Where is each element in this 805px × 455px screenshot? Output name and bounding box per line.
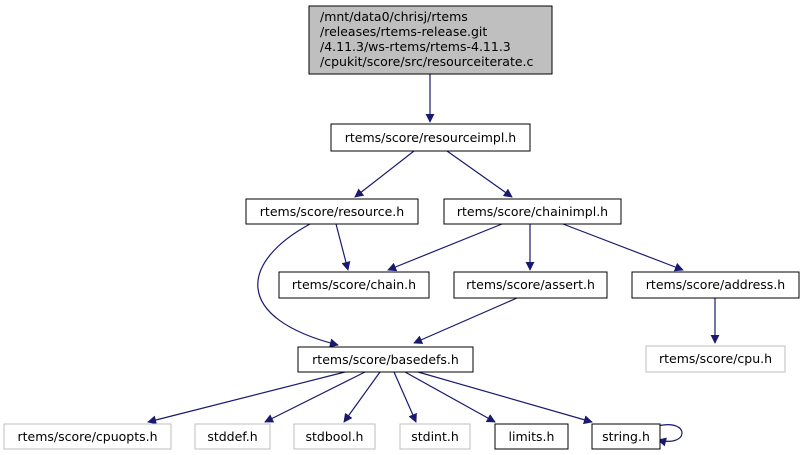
edges [147, 74, 720, 447]
resourceimpl-label: rtems/score/resourceimpl.h [345, 130, 516, 145]
assert-label: rtems/score/assert.h [466, 277, 595, 292]
node-cpuopts: rtems/score/cpuopts.h [3, 423, 172, 450]
edge-string-string-self [657, 424, 683, 447]
edge-basedefs-stdbool [343, 371, 381, 423]
node-basedefs[interactable]: rtems/score/basedefs.h [297, 346, 474, 373]
edge-basedefs-stdint [393, 371, 417, 423]
edge-resource-chain [335, 223, 351, 271]
cpu-label: rtems/score/cpu.h [659, 351, 772, 366]
node-resourceimpl[interactable]: rtems/score/resourceimpl.h [330, 123, 531, 152]
edge-resourceimpl-chainimpl [446, 150, 513, 198]
resource-label: rtems/score/resource.h [260, 204, 404, 219]
address-label: rtems/score/address.h [646, 277, 785, 292]
edge-chainimpl-chain [387, 223, 503, 272]
chainimpl-label: rtems/score/chainimpl.h [457, 204, 608, 219]
node-chain[interactable]: rtems/score/chain.h [278, 271, 430, 299]
stddef-label: stddef.h [207, 429, 257, 444]
edge-resourceimpl-resource [354, 150, 415, 198]
root-line-3: /4.11.3/ws-rtems/rtems-4.11.3 [320, 39, 511, 54]
node-chainimpl[interactable]: rtems/score/chainimpl.h [443, 198, 622, 225]
node-assert[interactable]: rtems/score/assert.h [453, 271, 608, 299]
cpuopts-label: rtems/score/cpuopts.h [17, 429, 157, 444]
stdint-label: stdint.h [411, 429, 459, 444]
root-line-2: /releases/rtems-release.git [320, 24, 487, 39]
node-cpu: rtems/score/cpu.h [645, 345, 786, 373]
edge-chainimpl-address [562, 223, 684, 272]
edge-basedefs-string [417, 371, 593, 425]
limits-label: limits.h [509, 429, 555, 444]
stdbool-label: stdbool.h [306, 429, 364, 444]
node-string[interactable]: string.h [591, 423, 661, 450]
edge-assert-basedefs [413, 297, 518, 344]
node-limits[interactable]: limits.h [494, 423, 569, 450]
edge-basedefs-cpuopts [147, 371, 346, 425]
edge-basedefs-limits [404, 371, 496, 423]
root-line-4: /cpukit/score/src/resourceiterate.c [320, 54, 534, 69]
edge-basedefs-stddef [264, 371, 366, 423]
edge-resource-basedefs [257, 223, 339, 348]
basedefs-label: rtems/score/basedefs.h [312, 352, 459, 367]
string-label: string.h [602, 429, 650, 444]
node-stddef: stddef.h [194, 423, 271, 450]
root-line-1: /mnt/data0/chrisj/rtems [320, 9, 468, 24]
chain-label: rtems/score/chain.h [292, 277, 416, 292]
node-stdint: stdint.h [399, 423, 471, 450]
node-root-file: /mnt/data0/chrisj/rtems /releases/rtems-… [308, 5, 553, 75]
node-resource[interactable]: rtems/score/resource.h [245, 198, 419, 225]
node-stdbool: stdbool.h [293, 423, 376, 450]
node-address[interactable]: rtems/score/address.h [631, 271, 800, 299]
